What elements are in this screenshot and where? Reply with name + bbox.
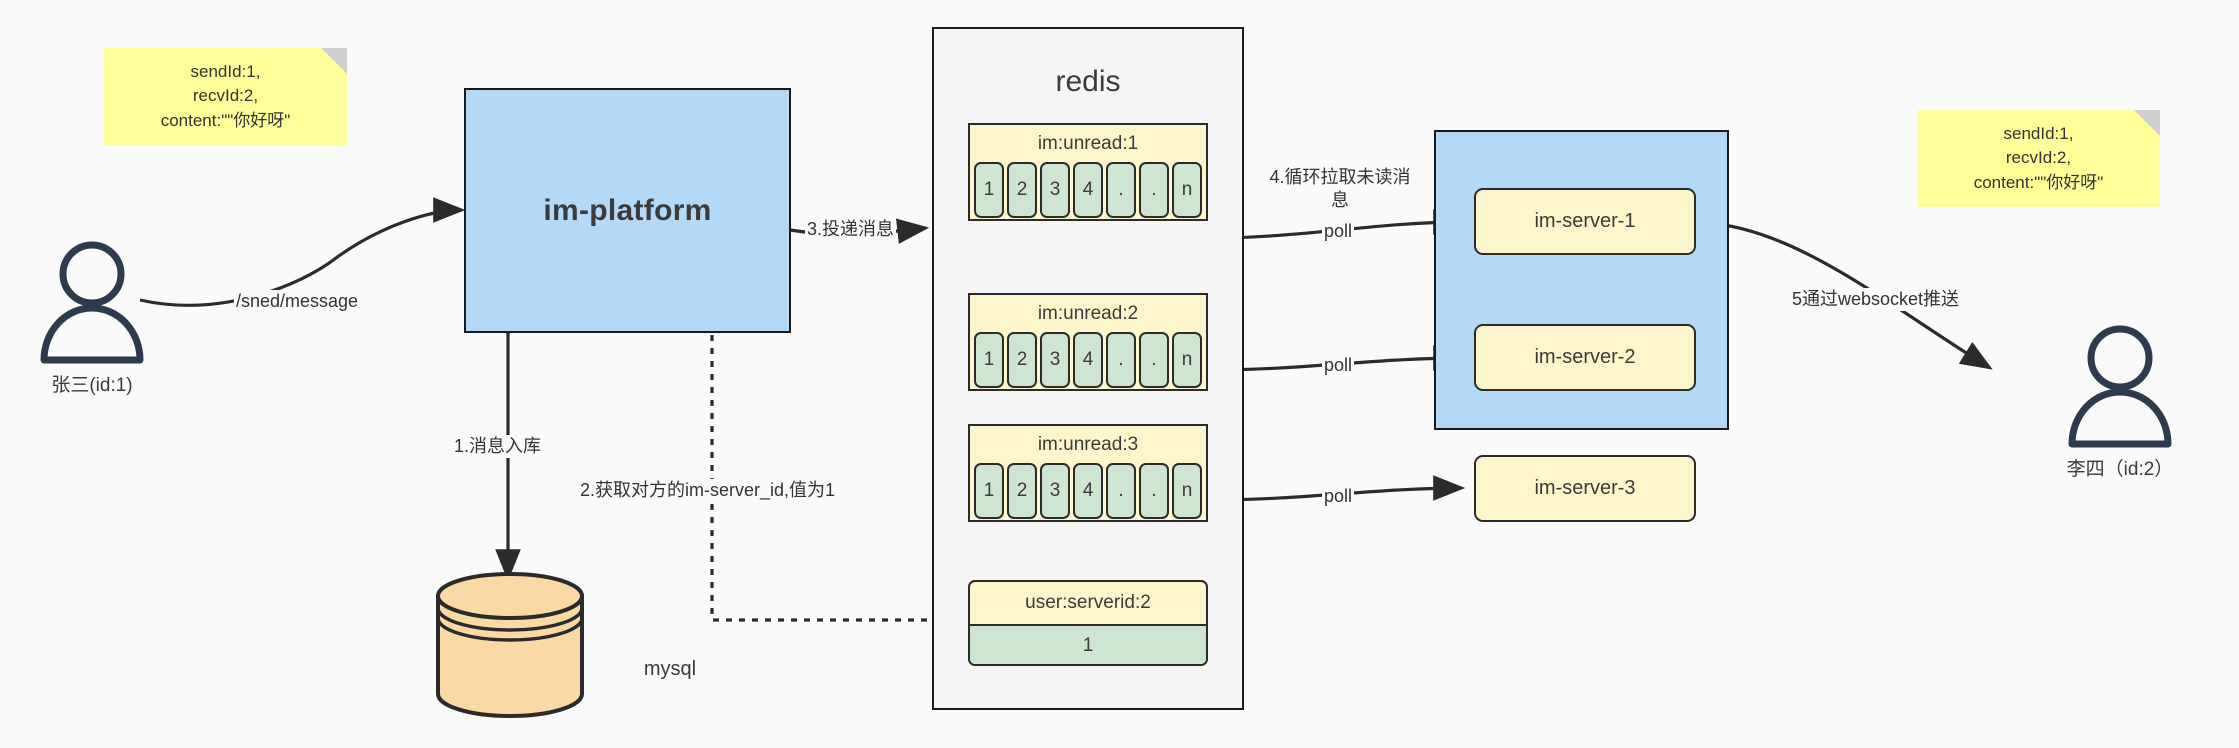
sticky-fold-icon: [321, 48, 347, 74]
edge-label-step1: 1.消息入库: [452, 435, 544, 458]
redis-list-im-unread-1[interactable]: im:unread:1 1 2 3 4 . . n: [968, 123, 1208, 221]
redis-title: redis: [1055, 65, 1121, 98]
user-icon: [2068, 325, 2172, 448]
redis-cell: n: [1172, 463, 1202, 519]
sticky-note-right: sendId:1, recvId:2, content:""你好呀": [1917, 110, 2160, 207]
redis-cell: 3: [1040, 463, 1070, 519]
im-platform-box[interactable]: im-platform: [464, 88, 791, 333]
redis-list-key: im:unread:1: [1037, 133, 1139, 154]
edge-label-poll-1: poll: [1322, 220, 1355, 243]
im-server-2-box[interactable]: im-server-2: [1474, 324, 1696, 391]
edge-sender-to-platform: [139, 197, 466, 307]
redis-cell: 3: [1040, 332, 1070, 388]
actor-sender: 张三(id:1): [32, 238, 152, 398]
actor-receiver: 李四（id:2）: [2060, 322, 2180, 482]
im-server-1-label: im-server-1: [1534, 210, 1636, 232]
im-server-2-label: im-server-2: [1534, 346, 1636, 368]
redis-cell: 2: [1007, 332, 1037, 388]
sticky-note-left: sendId:1, recvId:2, content:""你好呀": [104, 48, 347, 145]
redis-cell: 4: [1073, 162, 1103, 218]
redis-cell: .: [1139, 332, 1169, 388]
redis-kv-value: 1: [970, 624, 1206, 664]
redis-cell: .: [1139, 162, 1169, 218]
redis-cell: n: [1172, 162, 1202, 218]
edge-label-step5: 5通过websocket推送: [1790, 288, 1962, 311]
im-server-3-label: im-server-3: [1534, 477, 1636, 499]
redis-cell: 1: [974, 332, 1004, 388]
sticky-fold-icon: [2134, 110, 2160, 136]
redis-cell: 3: [1040, 162, 1070, 218]
sticky-note-right-text: sendId:1, recvId:2, content:""你好呀": [1973, 123, 2104, 192]
redis-list-im-unread-2[interactable]: im:unread:2 1 2 3 4 . . n: [968, 293, 1208, 391]
redis-cell: .: [1106, 162, 1136, 218]
redis-cell: 2: [1007, 162, 1037, 218]
redis-kv-user-serverid[interactable]: user:serverid:2 1: [968, 580, 1208, 666]
redis-list-im-unread-3[interactable]: im:unread:3 1 2 3 4 . . n: [968, 424, 1208, 522]
sticky-note-left-text: sendId:1, recvId:2, content:""你好呀": [160, 61, 291, 130]
actor-receiver-label: 李四（id:2）: [2066, 459, 2174, 480]
redis-kv-key: user:serverid:2: [1025, 592, 1151, 613]
edge-label-poll-3: poll: [1322, 485, 1355, 508]
im-platform-label: im-platform: [543, 193, 712, 227]
mysql-label: mysql: [643, 658, 697, 680]
redis-cell: 4: [1073, 332, 1103, 388]
redis-cell: .: [1139, 463, 1169, 519]
database-cylinder-icon: [436, 572, 584, 718]
actor-sender-label: 张三(id:1): [51, 375, 133, 396]
redis-cell: 1: [974, 463, 1004, 519]
edge-server1-to-receiver: [1689, 220, 1993, 370]
edge-label-send-message: /sned/message: [234, 290, 361, 313]
edge-label-step4: 4.循环拉取未读消 息: [1258, 166, 1422, 211]
user-icon: [40, 241, 144, 364]
redis-cell: .: [1106, 463, 1136, 519]
redis-list-key: im:unread:2: [1037, 303, 1139, 324]
edge-label-poll-2: poll: [1322, 354, 1355, 377]
im-server-3-box[interactable]: im-server-3: [1474, 455, 1696, 522]
redis-cell: .: [1106, 332, 1136, 388]
mysql-database[interactable]: mysql: [430, 570, 696, 720]
redis-cell: 2: [1007, 463, 1037, 519]
redis-cell: n: [1172, 332, 1202, 388]
redis-cell: 1: [974, 162, 1004, 218]
edge-label-step2: 2.获取对方的im-server_id,值为1: [578, 479, 838, 502]
redis-cell: 4: [1073, 463, 1103, 519]
redis-list-key: im:unread:3: [1037, 434, 1139, 455]
im-server-1-box[interactable]: im-server-1: [1474, 188, 1696, 255]
edge-label-step3: 3.投递消息: [805, 218, 897, 241]
